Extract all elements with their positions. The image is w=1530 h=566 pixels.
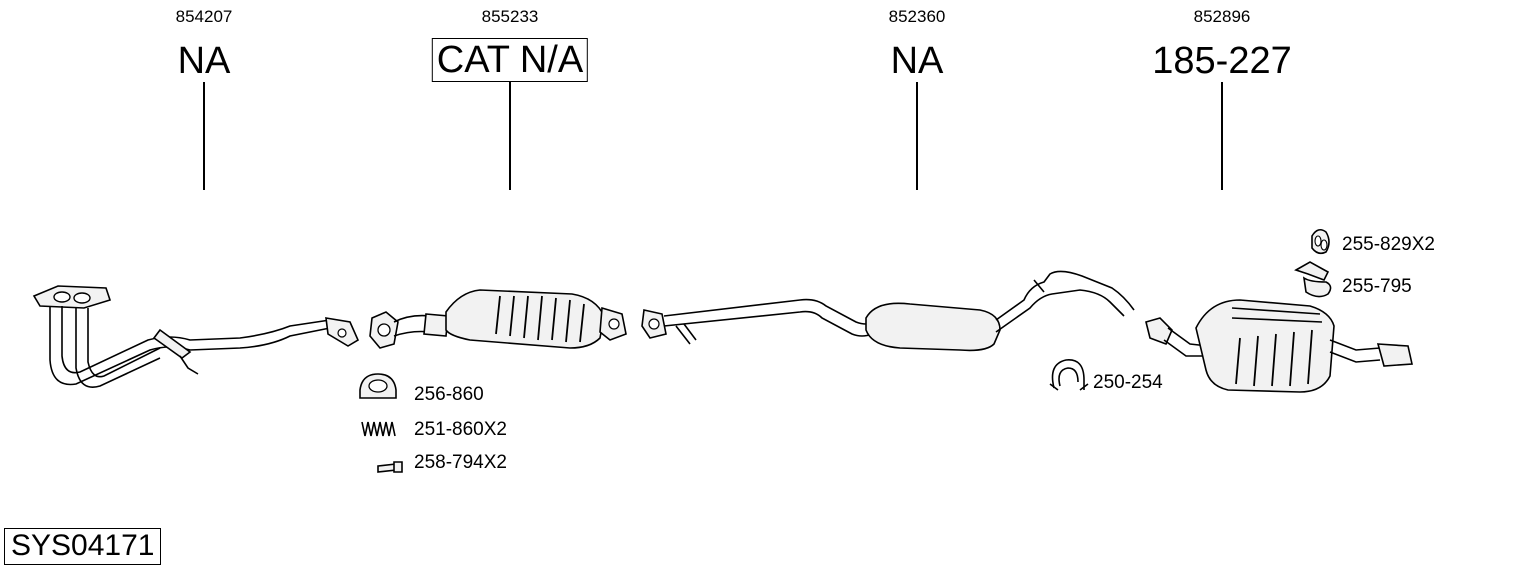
part-ref-number: 855233 [481,7,539,26]
rubber-hanger-icon [1311,228,1330,255]
bracket-icon [1294,261,1332,298]
part-code-label: NA [177,40,231,82]
accessory-label: 255-829X2 [1342,234,1435,255]
part-code-label: NA [890,40,944,82]
clamp-icon [1049,359,1089,391]
spring-icon [361,421,396,437]
system-id-label: SYS04171 [4,528,162,565]
accessory-label: 255-795 [1342,276,1412,297]
part-code-label-boxed: CAT N/A [431,38,589,82]
catalytic-converter-icon [369,289,627,349]
part-ref-number: 852360 [888,7,946,26]
bolt-icon [377,461,403,473]
rear-silencer-icon [1145,299,1413,393]
accessory-label: 251-860X2 [414,419,507,440]
part-ref-number: 852896 [1193,7,1251,26]
gasket-ring-icon [359,373,397,399]
centre-silencer-icon [641,270,1135,352]
manifold-downpipe-icon [32,285,360,388]
accessory-label: 256-860 [414,384,484,405]
part-code-label: 185-227 [1152,40,1292,82]
accessory-label: 250-254 [1093,372,1163,393]
accessory-label: 258-794X2 [414,452,507,473]
part-ref-number: 854207 [175,7,233,26]
